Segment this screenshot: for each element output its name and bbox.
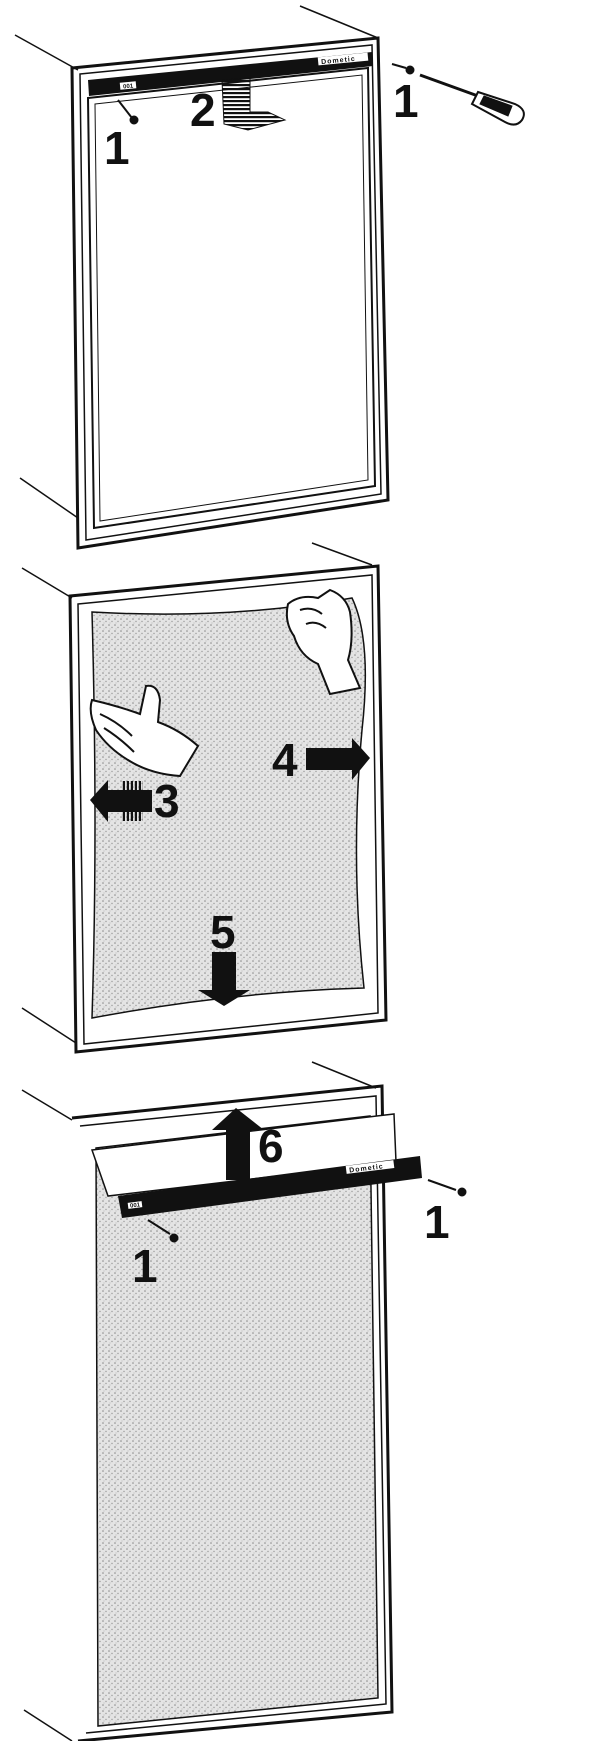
brand-label: Dometic <box>321 56 356 66</box>
step-label-slide-panel: 2 <box>190 84 216 136</box>
arrow-icon <box>212 1108 264 1180</box>
cabinet-outline <box>21 542 373 1044</box>
arrow-icon <box>221 77 287 131</box>
panel-middle: 3 4 5 <box>21 542 388 1054</box>
door-frame <box>68 564 388 1054</box>
step-label-slide-down: 5 <box>210 906 236 958</box>
arrow-icon <box>198 952 250 1006</box>
step-label-lift-up: 6 <box>258 1120 284 1172</box>
screw-icon <box>147 1219 179 1243</box>
top-trim-strip: 001 Dometic <box>118 1156 422 1218</box>
step-label-pull-left: 3 <box>154 775 180 827</box>
svg-text:001: 001 <box>130 1202 141 1209</box>
hand-icon <box>89 684 200 778</box>
screw-icon <box>391 63 415 75</box>
step-label-screw-left: 1 <box>132 1240 158 1292</box>
screwdriver-icon <box>419 73 525 126</box>
arrow-icon <box>90 780 152 822</box>
panel-top: 001 Dometic 1 2 1 <box>14 5 525 550</box>
step-label-pull-right: 4 <box>272 734 298 786</box>
step-label-screw-left: 1 <box>104 122 130 174</box>
top-trim-strip: 001 Dometic <box>88 52 373 96</box>
svg-text:001: 001 <box>123 83 134 90</box>
screw-icon <box>427 1179 467 1197</box>
cabinet-outline <box>14 5 379 519</box>
step-label-screw-right: 1 <box>393 75 419 127</box>
door-frame <box>71 1084 394 1741</box>
brand-label: Dometic <box>349 1163 384 1174</box>
cabinet-outline <box>21 1061 377 1741</box>
door-frame <box>70 36 390 550</box>
screw-icon <box>117 99 139 125</box>
panel-bottom: 001 Dometic 6 1 1 <box>21 1061 467 1741</box>
arrow-icon <box>306 738 370 780</box>
hand-icon <box>285 588 362 696</box>
step-label-screw-right: 1 <box>424 1196 450 1248</box>
decor-panel <box>95 1115 379 1727</box>
